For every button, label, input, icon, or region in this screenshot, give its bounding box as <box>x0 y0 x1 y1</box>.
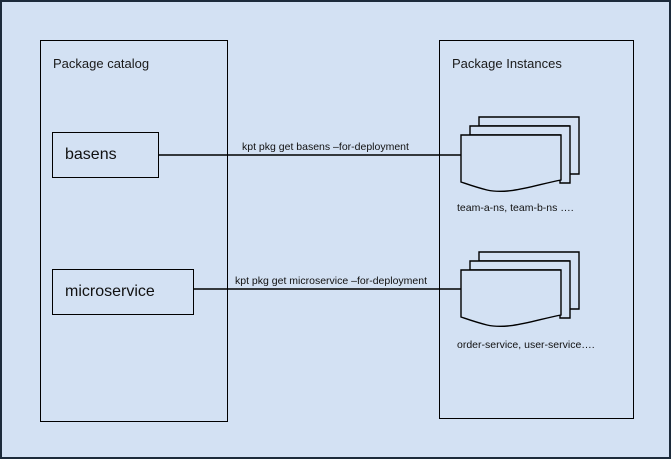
container-package-catalog <box>40 40 228 422</box>
container-package-instances <box>439 40 634 419</box>
caption-service-instances: order-service, user-service…. <box>457 339 595 351</box>
package-box-basens-label: basens <box>65 146 117 163</box>
package-box-microservice-label: microservice <box>65 283 155 300</box>
document-stack-service-instances[interactable] <box>457 247 602 332</box>
arrow-microservice-label: kpt pkg get microservice –for-deployment <box>235 275 427 287</box>
arrow-basens-label: kpt pkg get basens –for-deployment <box>242 141 409 153</box>
container-package-instances-title: Package Instances <box>452 56 562 71</box>
doc-layer-front <box>460 134 562 193</box>
document-stack-namespace-instances[interactable] <box>457 112 602 197</box>
container-package-catalog-title: Package catalog <box>53 56 150 71</box>
doc-layer-front <box>460 269 562 328</box>
caption-namespace-instances: team-a-ns, team-b-ns …. <box>457 202 574 214</box>
package-box-microservice[interactable]: microservice <box>52 269 194 315</box>
package-box-basens[interactable]: basens <box>52 132 159 178</box>
